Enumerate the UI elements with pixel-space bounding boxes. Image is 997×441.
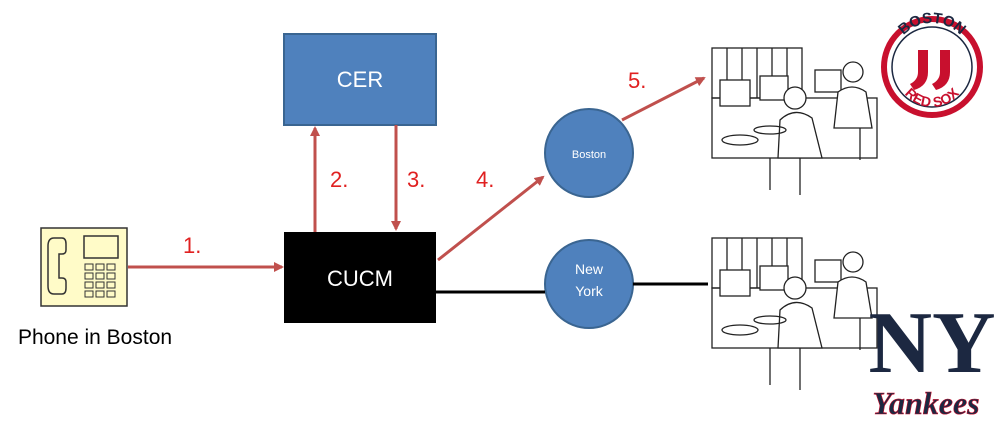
- arrow-4: [437, 175, 545, 262]
- boston-label: Boston: [572, 149, 606, 161]
- new-york-label-line2: York: [575, 283, 604, 299]
- cer-node: CER: [283, 33, 437, 126]
- step-3-label: 3.: [407, 167, 425, 192]
- cucm-node: CUCM: [284, 232, 436, 323]
- cucm-label: CUCM: [327, 266, 393, 291]
- dispatch-center-icon: [711, 237, 878, 390]
- step-5-label: 5.: [628, 68, 646, 93]
- new-york-label-line1: New: [575, 261, 604, 277]
- step-1-label: 1.: [183, 233, 201, 258]
- red-sox-logo: BOSTON RED SOX: [881, 10, 983, 118]
- arrow-5: [621, 76, 706, 122]
- step-2-label: 2.: [330, 167, 348, 192]
- phone-caption: Phone in Boston: [18, 326, 172, 349]
- desk-phone-icon: [40, 227, 128, 307]
- step-4-label: 4.: [476, 167, 494, 192]
- yankees-script: Yankees: [872, 385, 979, 421]
- dispatch-center-icon: [711, 47, 878, 195]
- new-york-node: New York: [544, 239, 634, 329]
- yankees-logo: NY Yankees: [868, 295, 995, 421]
- yankees-monogram: NY: [868, 295, 995, 392]
- cer-label: CER: [337, 67, 383, 92]
- boston-node: Boston: [544, 108, 634, 198]
